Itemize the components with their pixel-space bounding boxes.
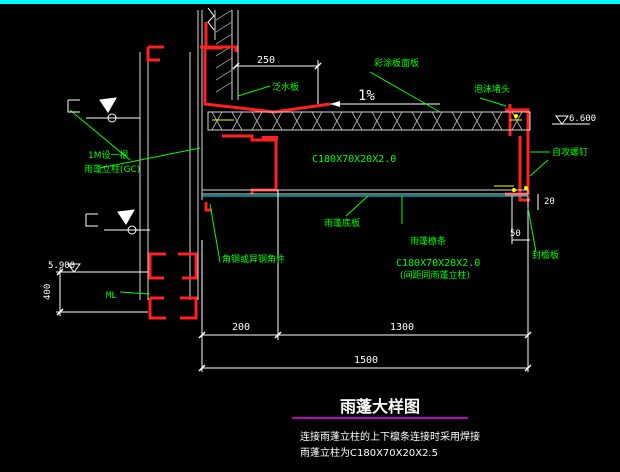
roof-panel bbox=[207, 111, 531, 131]
dim-200-label: 200 bbox=[232, 322, 250, 333]
dim-50-label: 50 bbox=[510, 229, 521, 239]
leader-lines bbox=[69, 71, 550, 295]
elevation-marker-top bbox=[555, 115, 569, 125]
drawing-title: 雨蓬大样图 bbox=[340, 397, 420, 416]
slope-label: 1% bbox=[358, 88, 375, 104]
bracket-label: 角钢或异钢角件 bbox=[222, 253, 285, 265]
dimension-lines bbox=[56, 60, 590, 372]
flashing-label: 泛水板 bbox=[272, 81, 299, 93]
purlin-sub-2: (间距同雨蓬立柱) bbox=[400, 269, 470, 281]
dim-400-label: 400 bbox=[43, 284, 53, 300]
elevation-marker-bottom bbox=[67, 263, 81, 273]
break-line-mark bbox=[207, 7, 215, 31]
ml-label: ML bbox=[106, 291, 117, 301]
purlin-sub-1: C180X70X20X2.0 bbox=[396, 258, 480, 269]
panel-label: 彩涂板面板 bbox=[374, 57, 419, 69]
dim-1300-label: 1300 bbox=[390, 322, 414, 333]
end-plate-label: 封檐板 bbox=[532, 249, 559, 261]
detail-accents bbox=[212, 119, 522, 187]
purlin-flange bbox=[262, 136, 278, 140]
note-line-2: 雨蓬立柱为C180X70X20X2.5 bbox=[300, 446, 438, 459]
elev-bottom-label: 5.900 bbox=[48, 261, 75, 271]
purlin-label: 雨蓬檩条 bbox=[410, 235, 446, 247]
column-note-1: 1M设一根 bbox=[88, 149, 129, 161]
wall-structure bbox=[139, 10, 239, 300]
top-frame-strip bbox=[0, 0, 620, 4]
slope-arrow-icon bbox=[330, 101, 340, 107]
weld-flag-symbols bbox=[67, 97, 150, 235]
wall-hatch bbox=[215, 9, 233, 93]
dim-250-label: 250 bbox=[257, 55, 275, 66]
steel-members bbox=[146, 22, 530, 320]
dim-1500-label: 1500 bbox=[354, 355, 378, 366]
dimension-ticks bbox=[56, 62, 532, 372]
bottom-panel-label: 雨蓬底板 bbox=[324, 217, 360, 229]
dim-20-label: 20 bbox=[544, 197, 555, 207]
bolt-dots bbox=[512, 114, 528, 192]
note-line-1: 连接雨蓬立柱的上下檩条连接时采用焊接 bbox=[300, 430, 480, 443]
purlin-main-label: C180X70X20X2.0 bbox=[312, 154, 396, 165]
column-note-2: 雨蓬立柱(GC) bbox=[84, 163, 140, 175]
self-tap-label: 自攻螺钉 bbox=[552, 146, 588, 158]
gutter-head-label: 泡沫堵头 bbox=[474, 83, 510, 95]
elev-top-label: 6.600 bbox=[569, 114, 596, 124]
soffit-panel bbox=[201, 189, 529, 197]
